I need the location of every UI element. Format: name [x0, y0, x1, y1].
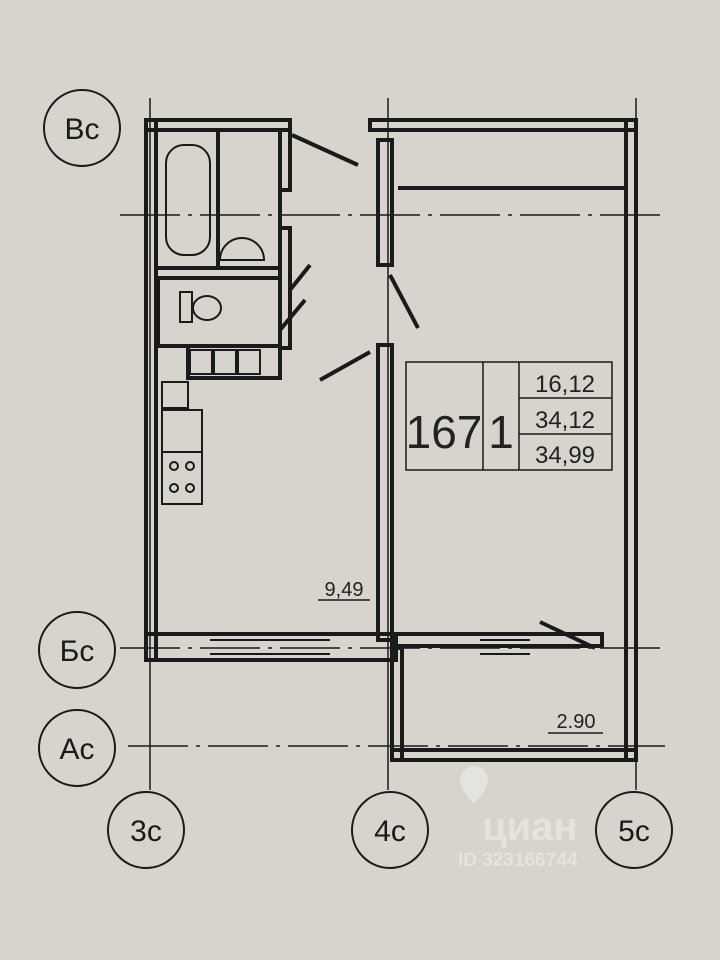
total-area-with-balcony: 34,99: [535, 442, 595, 469]
watermark-brand: циан: [482, 805, 578, 849]
location-pin-icon: [460, 766, 488, 804]
watermark: циан ID 323166744: [458, 766, 578, 871]
apartment-number: 167: [406, 406, 483, 458]
sink-icon: [218, 237, 266, 261]
toilet-tank-icon: [179, 291, 193, 323]
total-area: 34,12: [535, 407, 595, 434]
sink-kitchen-icon: [161, 381, 189, 409]
stove-icon: [161, 451, 203, 505]
doors: [278, 133, 596, 650]
axis-bubble-bc: Бс: [60, 635, 95, 668]
watermark-id: ID 323166744: [458, 850, 578, 871]
apartment-info-table: [405, 361, 613, 471]
bathtub-icon: [165, 144, 211, 256]
fixtures: [161, 144, 266, 505]
axis-bubble-ac: Ас: [59, 733, 94, 766]
kitchen-area: 9,49: [325, 579, 364, 601]
axis-bubble-vc: Вс: [64, 113, 99, 146]
axis-bubble-4c: 4с: [374, 815, 406, 848]
toilet-icon: [192, 295, 222, 321]
axis-bubble-3c: 3с: [130, 815, 162, 848]
living-area: 16,12: [535, 371, 595, 398]
room-count: 1: [488, 406, 514, 458]
balcony-area: 2.90: [557, 711, 596, 733]
axis-bubble-5c: 5с: [618, 815, 650, 848]
walls: [144, 118, 638, 762]
